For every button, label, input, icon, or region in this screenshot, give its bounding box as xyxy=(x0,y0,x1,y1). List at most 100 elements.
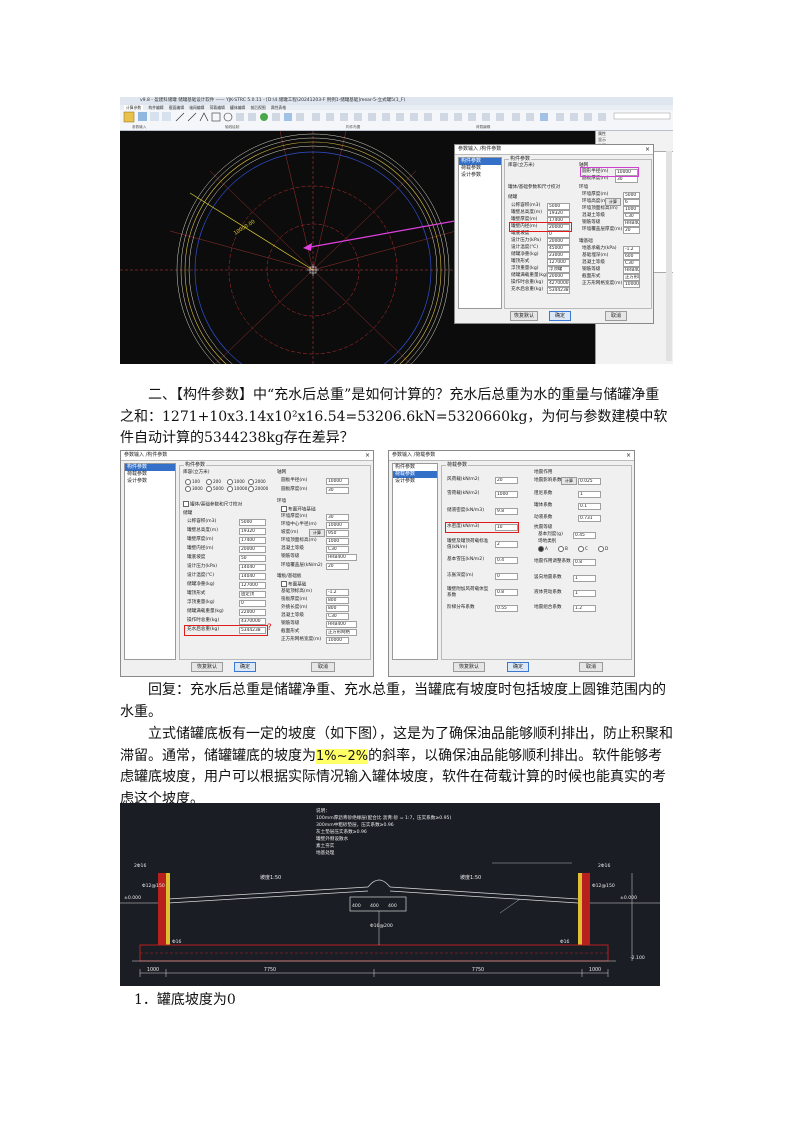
value-field[interactable]: 20000 xyxy=(547,238,570,245)
value-field[interactable]: 5000 xyxy=(623,192,640,199)
close-icon[interactable]: × xyxy=(364,452,370,459)
ok-button[interactable]: 确定 xyxy=(549,311,571,321)
value-field[interactable]: 0.1 xyxy=(578,503,601,510)
tree-item[interactable]: 设计参数 xyxy=(127,478,148,484)
restore-default-button[interactable]: 恢复默认 xyxy=(453,662,485,672)
value-field[interactable]: 22000 xyxy=(239,609,266,616)
radio-option[interactable]: A xyxy=(538,546,558,552)
radio-option[interactable]: 2000 xyxy=(248,478,269,485)
value-field[interactable]: 2 xyxy=(495,541,518,548)
radio-option[interactable]: 200 xyxy=(206,478,227,485)
value-field[interactable]: 正方形网格 xyxy=(326,629,357,636)
value-field[interactable]: 10000 xyxy=(623,281,640,288)
value-field[interactable]: 14040 xyxy=(239,564,266,571)
cancel-button[interactable]: 取消 xyxy=(579,662,603,672)
value-field[interactable]: HRB400 xyxy=(326,554,357,561)
value-field[interactable]: 6 xyxy=(623,199,640,206)
value-field[interactable]: 1 xyxy=(578,491,601,498)
value-field[interactable]: 30 xyxy=(326,514,349,521)
value-field[interactable]: 0.45 xyxy=(573,532,596,539)
panel-scrollbar[interactable] xyxy=(666,151,672,361)
calc-button[interactable]: 计算 xyxy=(309,529,325,537)
value-field[interactable]: 固定顶 xyxy=(239,591,266,598)
value-field[interactable]: -1.2 xyxy=(326,589,349,596)
close-icon[interactable]: × xyxy=(644,146,650,153)
value-field[interactable]: 19320 xyxy=(547,210,570,217)
value-field[interactable]: 0 xyxy=(495,573,518,580)
radio-option[interactable]: 10000 xyxy=(227,485,248,492)
value-field[interactable]: 23000 xyxy=(547,252,570,259)
value-field[interactable]: C30 xyxy=(326,613,349,620)
value-field[interactable]: 20000 xyxy=(547,224,570,231)
value-field[interactable]: 1000 xyxy=(623,206,640,213)
value-field[interactable]: 1.2 xyxy=(573,605,596,612)
radio-option[interactable]: 3000 xyxy=(185,485,206,492)
value-field[interactable]: 600 xyxy=(623,253,640,260)
value-field[interactable]: 正方形网格 xyxy=(623,274,640,281)
value-field[interactable]: 127000 xyxy=(547,259,570,266)
value-field[interactable]: 5344238 xyxy=(239,627,266,634)
value-field[interactable]: HRB400 xyxy=(326,621,357,628)
value-field[interactable]: HRB400 xyxy=(623,267,640,274)
ribbon-tab[interactable]: 计算参数 xyxy=(124,105,144,110)
value-field[interactable]: 20 xyxy=(623,227,640,234)
value-field[interactable]: 45000 xyxy=(547,245,570,252)
check-option[interactable]: 罐体/基础参数和尺寸校对 xyxy=(183,501,242,509)
value-field[interactable]: -1.2 xyxy=(623,246,640,253)
restore-default-button[interactable]: 恢复默认 xyxy=(191,662,223,672)
radio-option[interactable]: 20000 xyxy=(248,485,269,492)
value-field[interactable]: 5000 xyxy=(239,519,266,526)
value-field[interactable]: 0.731 xyxy=(578,515,601,522)
tree-item[interactable]: 构件参数 xyxy=(395,464,416,470)
value-field[interactable]: 17400 xyxy=(239,537,266,544)
radio-option[interactable]: C xyxy=(578,546,598,552)
value-field[interactable]: 950 xyxy=(326,530,349,537)
value-field[interactable]: 10000 xyxy=(615,169,638,176)
ribbon-tab[interactable]: 前后视图 xyxy=(250,105,266,110)
value-field[interactable]: 1000 xyxy=(495,491,518,498)
value-field[interactable]: 50 xyxy=(239,555,266,562)
value-field[interactable]: 0.8 xyxy=(495,589,518,596)
value-field[interactable]: 0 xyxy=(239,600,266,607)
tree-item[interactable]: 构件参数 xyxy=(459,158,501,165)
ok-button[interactable]: 确定 xyxy=(507,662,529,672)
value-field[interactable]: 20 xyxy=(495,477,518,484)
value-field[interactable]: 20 xyxy=(326,563,349,570)
value-field[interactable]: 19320 xyxy=(239,528,266,535)
value-field[interactable]: 17400 xyxy=(547,217,570,224)
radio-option[interactable]: 5000 xyxy=(206,485,227,492)
tree-item[interactable]: 构件参数 xyxy=(125,464,175,471)
tree-item[interactable]: 设计参数 xyxy=(461,172,482,178)
value-field[interactable]: 20000 xyxy=(239,546,266,553)
value-field[interactable]: 9.8 xyxy=(495,508,518,515)
cancel-button[interactable]: 取消 xyxy=(311,662,335,672)
value-field[interactable]: 4270000 xyxy=(547,280,570,287)
ribbon-tab[interactable]: 属性表格 xyxy=(270,105,287,110)
value-field[interactable]: 127000 xyxy=(239,582,266,589)
value-field[interactable]: 1000 xyxy=(326,538,349,545)
value-field[interactable]: 10000 xyxy=(326,637,349,644)
value-field[interactable]: 0.4 xyxy=(495,557,518,564)
value-field[interactable]: 800 xyxy=(326,605,349,612)
tree-item[interactable]: 设计参数 xyxy=(395,478,416,484)
cancel-button[interactable]: 取消 xyxy=(605,311,627,321)
close-icon[interactable]: × xyxy=(625,452,631,459)
value-field[interactable]: 30 xyxy=(326,487,349,494)
radio-option[interactable]: B xyxy=(558,546,578,552)
radio-option[interactable]: 100 xyxy=(185,478,206,485)
value-field[interactable]: 浮顶罐 xyxy=(547,266,570,273)
ribbon-tab[interactable]: 构件编辑 xyxy=(148,105,164,110)
value-field[interactable]: 5000 xyxy=(547,203,570,210)
calc-button[interactable]: 计算 xyxy=(561,477,577,485)
value-field[interactable]: 1 xyxy=(573,590,596,597)
ribbon-tab[interactable]: 荷载编辑 xyxy=(209,105,225,110)
check-option[interactable]: 布置基础 xyxy=(281,581,306,589)
calc-button[interactable]: 计算 xyxy=(605,198,621,206)
ok-button[interactable]: 确定 xyxy=(234,662,256,672)
value-field[interactable]: 30 xyxy=(615,176,638,183)
panel-item[interactable]: 属性 xyxy=(598,131,606,136)
value-field[interactable]: 800 xyxy=(326,597,349,604)
radio-option[interactable]: D xyxy=(598,546,618,552)
value-field[interactable]: 4370000 xyxy=(239,618,266,625)
value-field[interactable]: C30 xyxy=(326,546,349,553)
